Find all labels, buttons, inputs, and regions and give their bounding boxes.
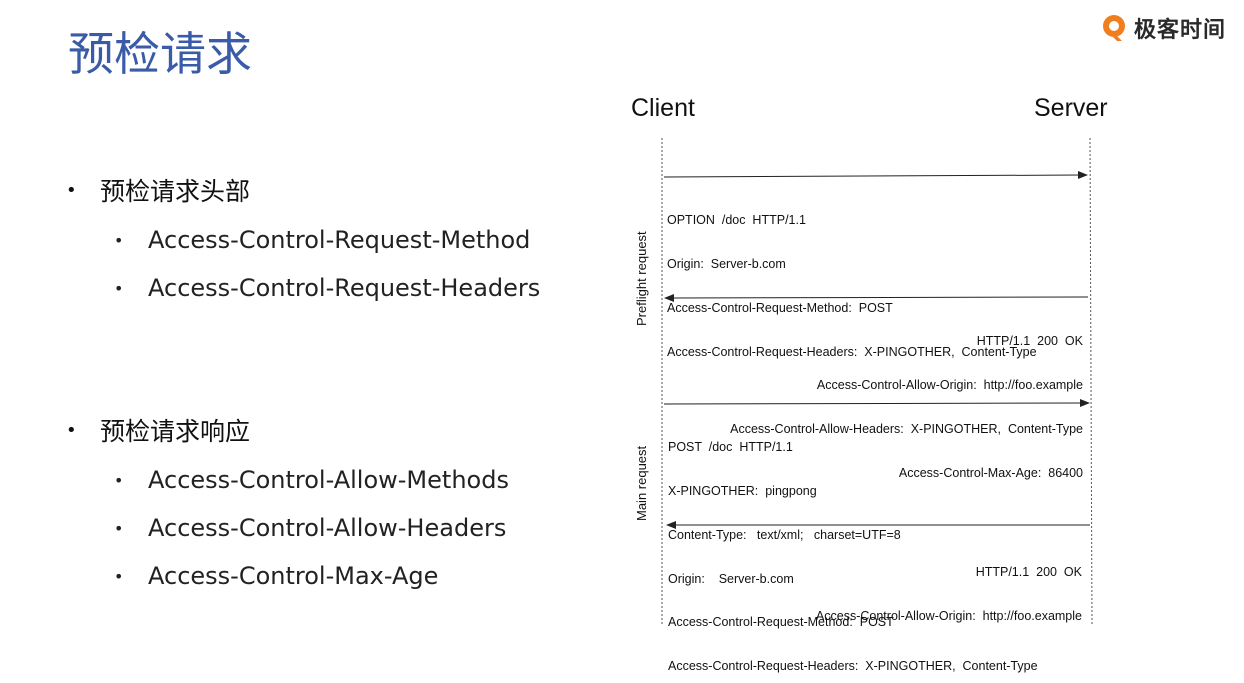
client-label: Client xyxy=(631,94,695,122)
bullet-dot: • xyxy=(114,470,124,490)
message-line: Access-Control-Request-Headers: X-PINGOT… xyxy=(668,659,1038,674)
bullet-level2-label: Access-Control-Allow-Methods xyxy=(148,466,509,494)
bullet-level2-label: Access-Control-Request-Headers xyxy=(148,274,541,302)
bullet-level2-label: Access-Control-Max-Age xyxy=(148,562,439,590)
bullet-dot: • xyxy=(114,278,124,298)
arrowhead-preflight-request xyxy=(1078,171,1088,179)
message-line: Access-Control-Request-Method: POST xyxy=(667,300,893,315)
arrowhead-preflight-response xyxy=(664,294,674,302)
geektime-logo-icon xyxy=(1102,15,1125,41)
slide-title: 预检请求 xyxy=(68,27,252,81)
message-main-request: POST /doc HTTP/1.1 X-PINGOTHER: pingpong… xyxy=(668,411,1038,683)
bullet-group-request-headers: • 预检请求头部 • Access-Control-Request-Method… xyxy=(66,170,540,312)
message-line: Access-Control-Allow-Headers: X-PINGOTHE… xyxy=(730,421,1083,436)
server-lifeline xyxy=(1089,137,1093,625)
message-line: HTTP/1.1 200 OK xyxy=(976,334,1083,349)
bullet-dot: • xyxy=(114,230,124,250)
bullet-dot: • xyxy=(114,566,124,586)
message-line: HTTP/1.1 200 OK xyxy=(975,565,1082,580)
bullet-dot: • xyxy=(114,518,124,538)
bullet-list: • 预检请求头部 • Access-Control-Request-Method… xyxy=(66,0,626,683)
sequence-diagram: Client Server Preflight request Main req… xyxy=(620,86,1130,673)
message-line: Origin: Server-b.com xyxy=(667,256,786,271)
bullet-level2: • Access-Control-Allow-Methods xyxy=(114,456,509,504)
logo-text: 极客时间 xyxy=(1133,18,1226,43)
server-label: Server xyxy=(1034,94,1108,122)
phase-label-preflight: Preflight request xyxy=(634,231,649,326)
message-line: Access-Control-Request-Headers: X-PINGOT… xyxy=(667,344,1037,359)
message-preflight-request: OPTION /doc HTTP/1.1 Origin: Server-b.co… xyxy=(667,184,1037,388)
message-line: POST /doc HTTP/1.1 xyxy=(668,440,793,455)
bullet-dot: • xyxy=(66,419,77,441)
message-preflight-response: HTTP/1.1 200 OK Access-Control-Allow-Ori… xyxy=(730,305,1083,509)
bullet-group-preflight-response: • 预检请求响应 • Access-Control-Allow-Methods … xyxy=(66,410,509,600)
phase-label-main: Main request xyxy=(634,445,649,521)
bullet-level2: • Access-Control-Request-Headers xyxy=(114,264,540,312)
message-line: Access-Control-Allow-Origin: http://foo.… xyxy=(815,608,1082,623)
bullet-dot: • xyxy=(66,179,77,201)
message-line: OPTION /doc HTTP/1.1 xyxy=(667,213,806,228)
message-main-response: HTTP/1.1 200 OK Access-Control-Allow-Ori… xyxy=(816,536,1082,653)
bullet-level1-label: 预检请求响应 xyxy=(100,417,251,446)
bullet-level2: • Access-Control-Max-Age xyxy=(114,552,509,600)
message-line: X-PINGOTHER: pingpong xyxy=(668,483,817,498)
arrow-preflight-response xyxy=(671,296,1089,299)
bullet-level2: • Access-Control-Allow-Headers xyxy=(114,504,509,552)
bullet-level2-label: Access-Control-Allow-Headers xyxy=(148,514,507,542)
sequence-diagram-lines xyxy=(661,137,1093,625)
arrowhead-main-response xyxy=(666,521,676,529)
arrow-main-request xyxy=(663,402,1085,405)
message-line: Access-Control-Max-Age: 86400 xyxy=(898,465,1083,480)
message-line: Access-Control-Request-Method: POST xyxy=(668,615,894,630)
message-line: Origin: Server-b.com xyxy=(668,571,794,586)
message-line: Content-Type: text/xml; charset=UTF=8 xyxy=(668,527,901,542)
bullet-level1-label: 预检请求头部 xyxy=(100,177,251,206)
bullet-level2-label: Access-Control-Request-Method xyxy=(148,226,531,254)
arrowhead-main-request xyxy=(1080,399,1090,407)
message-line: Access-Control-Allow-Origin: http://foo.… xyxy=(816,377,1083,392)
bullet-level2: • Access-Control-Request-Method xyxy=(114,216,540,264)
logo: 极客时间 xyxy=(1100,10,1226,46)
arrow-preflight-request xyxy=(663,174,1083,178)
bullet-level1: • 预检请求头部 xyxy=(66,170,540,210)
bullet-level1: • 预检请求响应 xyxy=(66,410,509,450)
